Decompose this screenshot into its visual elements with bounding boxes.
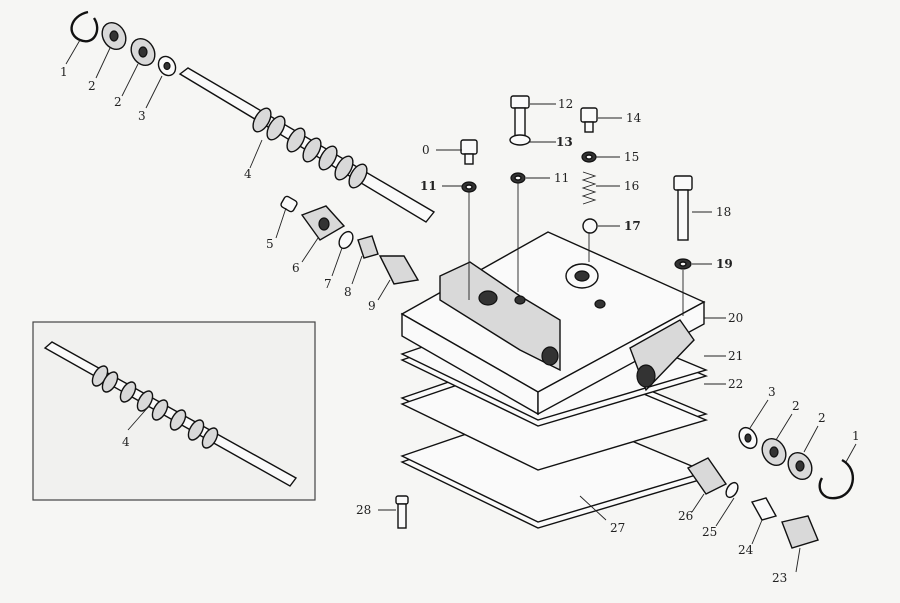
part-label-shaft: 4 <box>244 167 252 181</box>
part-label-spool: 9 <box>368 299 376 313</box>
part-label-oring-25: 25 <box>702 525 717 539</box>
circlip-top-drawing <box>70 10 99 43</box>
part-labels: 1223456789011121311141516171819202122232… <box>60 65 860 585</box>
part-label-bolt-12: 12 <box>558 97 573 111</box>
part-label-circlip-right: 1 <box>852 429 860 443</box>
bottom-right-parts-drawing <box>686 457 819 549</box>
inset-shaft-drawing <box>43 341 298 487</box>
shaft-drawing <box>178 67 436 223</box>
part-label-bearing-right-b: 2 <box>818 411 826 425</box>
part-label-bolt-28: 28 <box>356 503 371 517</box>
part-label-bearing-right-a: 2 <box>792 399 800 413</box>
part-label-gasket-27: 27 <box>610 521 625 535</box>
right-parts-drawing <box>738 426 855 500</box>
part-label-bolt-0: 0 <box>422 143 430 157</box>
part-label-bushing: 8 <box>344 285 352 299</box>
part-label-plug-14: 14 <box>626 111 642 125</box>
part-label-washer-top: 3 <box>138 109 146 123</box>
part-label-washer-11a: 11 <box>420 179 437 193</box>
part-label-ring: 7 <box>324 277 332 291</box>
small-parts-drawing <box>280 195 420 285</box>
bearings-top-drawing <box>101 21 177 77</box>
top-fasteners-drawing <box>460 95 693 270</box>
part-label-washer-right: 3 <box>768 385 776 399</box>
part-label-fork: 6 <box>292 261 300 275</box>
valve-body-drawing <box>400 231 706 416</box>
part-label-washer-15: 15 <box>624 150 639 164</box>
part-label-plate-22: 22 <box>728 377 743 391</box>
part-label-inset-shaft: 4 <box>122 435 130 449</box>
part-label-valve-body: 20 <box>728 311 743 325</box>
bolt-28-drawing <box>395 495 409 529</box>
leader-lines <box>65 39 857 573</box>
part-label-bolt-18: 18 <box>716 205 731 219</box>
part-label-spring-16: 16 <box>624 179 639 193</box>
part-label-bearing-top-b: 2 <box>114 95 122 109</box>
part-label-stud-13: 13 <box>556 135 573 149</box>
part-label-circlip-top: 1 <box>60 65 68 79</box>
part-label-gasket-21: 21 <box>728 349 743 363</box>
part-label-seat-24: 24 <box>738 543 754 557</box>
part-label-plug-23: 23 <box>772 571 787 585</box>
part-label-washer-11b: 11 <box>554 171 569 185</box>
part-label-ball-17: 17 <box>624 219 641 233</box>
part-label-washer-19: 19 <box>716 257 733 271</box>
part-label-spool-26: 26 <box>678 509 693 523</box>
part-label-bearing-top-a: 2 <box>88 79 96 93</box>
part-label-pin: 5 <box>266 237 274 251</box>
